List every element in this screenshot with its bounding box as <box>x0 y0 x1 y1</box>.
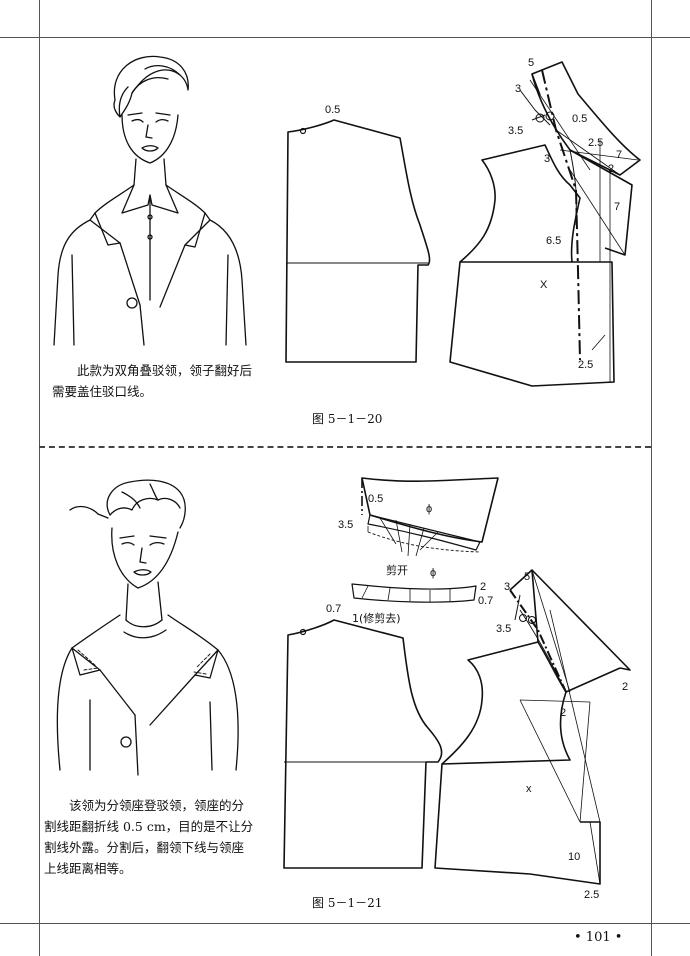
fig1-measure-3b: 3 <box>544 153 550 165</box>
upper-collar <box>361 477 499 543</box>
fig2-measure-10: 10 <box>568 851 580 863</box>
fig1-measure-2.5a: 2.5 <box>588 137 603 149</box>
fig1-label: 图 5－1－20 <box>312 412 383 426</box>
fig2-measure-2-stand: 2 <box>480 581 486 593</box>
fig2-label: 图 5－1－21 <box>312 896 383 910</box>
fig2-cut-label: 剪开 <box>386 563 408 577</box>
fig2-measure-2a: 2 <box>622 681 628 693</box>
jacket-illustration-1 <box>53 55 247 346</box>
fig1-measure-7a: 7 <box>616 149 622 161</box>
fig2-caption-text: 该领为分领座登驳领，领座的分割线距翻折线 0.5 cm，目的是不让分割线外露。分… <box>44 798 254 876</box>
pattern-draft-2: 0.5 ϕ 3.5 剪开 ϕ 2 0.7 1(修剪去) 0.7 5 3 3.5 … <box>283 477 631 900</box>
jacket-illustration-2 <box>56 479 239 776</box>
fig2-measure-0.5-collar: 0.5 <box>368 493 383 505</box>
fig1-measure-5: 5 <box>528 57 534 69</box>
fig1-caption: 此款为双角叠驳领，领子翻好后需要盖住驳口线。 <box>52 360 252 402</box>
fig1-measure-3.5: 3.5 <box>508 125 523 137</box>
frame-bottom-line <box>0 923 690 924</box>
fig1-caption-text: 此款为双角叠驳领，领子翻好后需要盖住驳口线。 <box>52 363 253 399</box>
fig1-measure-6.5: 6.5 <box>546 235 561 247</box>
collar-stand <box>351 583 477 603</box>
fig1-measure-7b: 7 <box>614 201 620 213</box>
fig2-measure-3.5-collar: 3.5 <box>338 519 353 531</box>
fig2-trim-label: 1(修剪去) <box>352 611 401 625</box>
fig2-measure-3: 3 <box>504 581 510 593</box>
fig1-measure-2.5b: 2.5 <box>578 359 593 371</box>
section-divider <box>39 446 651 448</box>
fig1-mark-x: X <box>540 279 548 291</box>
frame-top-line <box>0 37 690 38</box>
fig1-measure-0.5-collar: 0.5 <box>572 113 587 125</box>
fig2-measure-2.5: 2.5 <box>584 889 599 900</box>
back-piece-outline <box>285 119 431 363</box>
front-piece-outline <box>459 144 581 263</box>
back-piece-outline <box>283 619 443 869</box>
fig1-measure-0.5-front: 0.5 <box>325 104 340 116</box>
fig2-measure-3.5: 3.5 <box>496 623 511 635</box>
fig2-measure-2b: 2 <box>560 707 566 719</box>
fig1-measure-3a: 3 <box>515 83 521 95</box>
frame-left-line <box>39 0 40 956</box>
fig2-measure-0.7-stand: 0.7 <box>478 595 493 607</box>
fig2-measure-5: 5 <box>524 571 530 583</box>
front-piece-outline <box>441 641 571 765</box>
page-number: • 101 • <box>574 930 623 945</box>
frame-right-line <box>651 0 652 956</box>
fig2-phi-1: ϕ <box>426 503 432 515</box>
fig1-measure-2: 2 <box>608 163 614 175</box>
pattern-draft-1: 0.5 5 3 3.5 0.5 2.5 3 7 2 7 6.5 X 2.5 <box>285 57 641 387</box>
fig2-measure-0.7-front: 0.7 <box>326 603 341 615</box>
fig2-mark-x: x <box>526 783 532 795</box>
fig2-phi-2: ϕ <box>430 567 436 579</box>
fig2-caption: 该领为分领座登驳领，领座的分割线距翻折线 0.5 cm，目的是不让分割线外露。分… <box>44 795 254 879</box>
